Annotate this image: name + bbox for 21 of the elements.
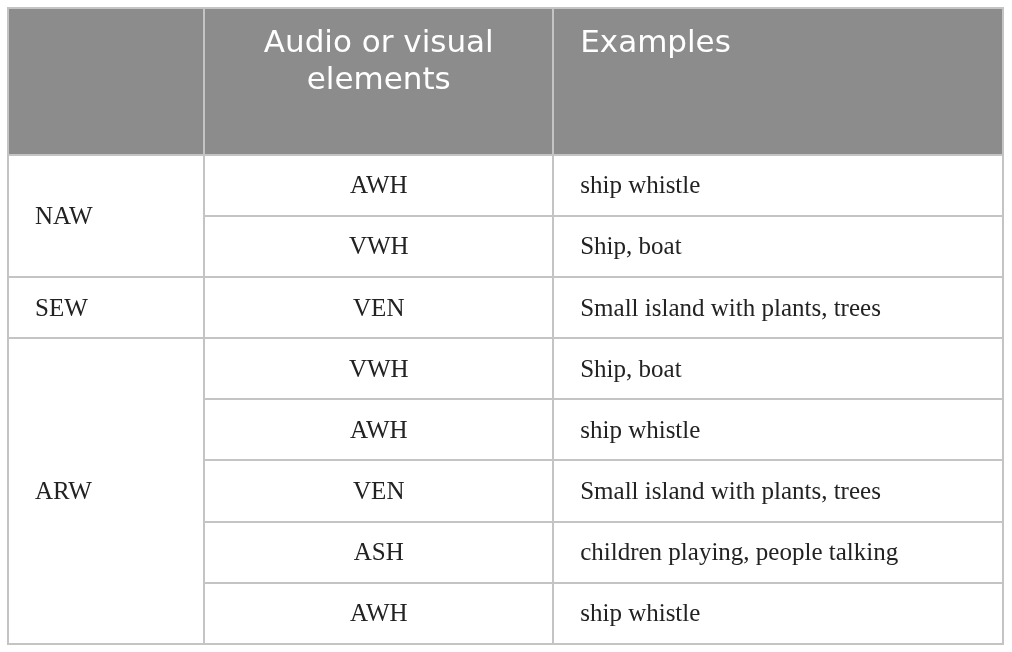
column-header: Examples (553, 8, 1003, 155)
table-cell: Small island with plants, trees (553, 277, 1003, 339)
table-cell: VWH (204, 215, 554, 278)
row-header: SEW (8, 277, 205, 339)
table-cell: ship whistle (553, 399, 1003, 461)
table-cell: ship whistle (553, 582, 1003, 644)
table-cell: Ship, boat (553, 338, 1003, 400)
table-cell: children playing, people talking (553, 521, 1003, 583)
table-cell: VEN (204, 277, 554, 339)
table-cell: ship whistle (553, 154, 1003, 216)
table-cell: VWH (204, 338, 554, 400)
table-cell: AWH (204, 154, 554, 216)
table-cell: ASH (204, 521, 554, 583)
row-header: NAW (8, 154, 205, 278)
table-cell: VEN (204, 460, 554, 522)
table-cell: AWH (204, 399, 554, 461)
table-cell: Ship, boat (553, 215, 1003, 278)
row-header: ARW (8, 338, 205, 644)
column-header: Audio or visual elements (204, 8, 554, 155)
table-cell: Small island with plants, trees (553, 460, 1003, 522)
table-cell: AWH (204, 582, 554, 644)
